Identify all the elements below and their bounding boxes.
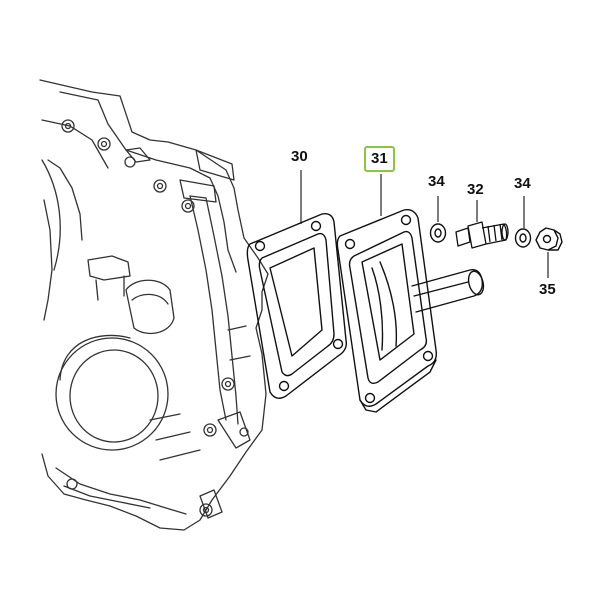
- leader-lines: [300, 170, 549, 278]
- callout-35[interactable]: 35: [539, 281, 556, 298]
- stud-part-32[interactable]: [455, 221, 509, 249]
- nut-part-35[interactable]: [535, 227, 563, 251]
- gasket-part-30[interactable]: [246, 212, 348, 399]
- washer-part-34-right[interactable]: [514, 228, 532, 248]
- callout-31-selected[interactable]: 31: [364, 146, 395, 172]
- washer-part-34-left[interactable]: [429, 223, 447, 243]
- cover-part-31[interactable]: [336, 208, 486, 413]
- engine-housing: [39, 79, 269, 531]
- callout-30[interactable]: 30: [291, 148, 308, 165]
- callout-34-left[interactable]: 34: [428, 173, 445, 190]
- callout-32[interactable]: 32: [467, 181, 484, 198]
- housing-bolt-holes: [61, 119, 249, 517]
- callout-34-right[interactable]: 34: [514, 175, 531, 192]
